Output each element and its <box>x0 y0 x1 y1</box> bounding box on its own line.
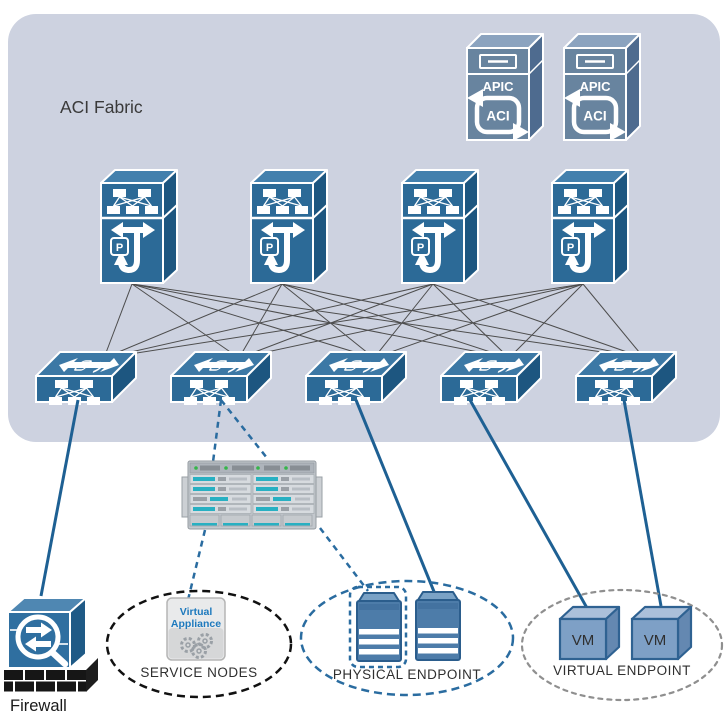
spine-leaf-link <box>131 283 240 359</box>
dashed-downlinks <box>186 399 369 601</box>
physical-server-dashed-outline <box>348 585 408 669</box>
spine-leaf-link <box>432 283 645 359</box>
inspection-magnifier-icon <box>10 614 69 668</box>
spine-leaf-link <box>131 283 510 359</box>
link-chassis-service-nodes <box>186 529 207 601</box>
solid-downlinks <box>39 399 663 609</box>
ucs-blade-chassis-icon <box>181 460 323 530</box>
link-leaf3-physical-server <box>354 399 439 600</box>
spine-leaf-link <box>131 283 645 359</box>
spine-switch-1 <box>101 170 177 283</box>
virtual-appliance-icon: Virtual Appliance <box>166 597 226 661</box>
fan-modules <box>189 514 313 527</box>
virtual-appliance-line2: Appliance <box>171 618 221 630</box>
link-chassis-physical-server <box>319 527 369 592</box>
link-leaf5-vm2 <box>622 399 663 607</box>
physical-server-1 <box>356 592 402 662</box>
spine-leaf-link <box>238 283 434 359</box>
spine-leaf-link <box>281 283 510 359</box>
vm-cube-2 <box>630 605 693 661</box>
spine-leaf-link <box>582 283 645 359</box>
apic-controller-2 <box>564 34 640 141</box>
physical-endpoint-ellipse <box>299 579 515 697</box>
link-leaf2-chassis-b <box>220 399 268 459</box>
vm-cube-1 <box>558 605 621 661</box>
spine-leaf-link <box>373 283 584 359</box>
virtual-appliance-line1: Virtual <box>180 606 213 618</box>
virtual-endpoint-label: VIRTUAL ENDPOINT <box>553 663 691 678</box>
brick-wall-base <box>4 658 98 692</box>
spine-leaf-link <box>103 283 283 359</box>
physical-endpoint-label: PHYSICAL ENDPOINT <box>333 667 481 682</box>
virtual-endpoint-ellipse <box>520 588 724 702</box>
spine-leaf-link <box>103 283 584 359</box>
physical-server-2 <box>415 591 461 661</box>
spine-leaf-link <box>281 283 645 359</box>
spine-leaf-link <box>508 283 584 359</box>
service-nodes-label: SERVICE NODES <box>140 665 257 680</box>
spine-switch-2 <box>251 170 327 283</box>
spine-leaf-link <box>103 283 133 359</box>
blade-servers <box>189 474 315 514</box>
spine-leaf-link <box>373 283 434 359</box>
spine-leaf-link <box>103 283 434 359</box>
link-leaf1-firewall <box>39 399 80 597</box>
link-leaf4-vm1 <box>468 399 589 609</box>
spine-leaf-link <box>432 283 510 359</box>
fabric-title: ACI Fabric <box>60 97 143 117</box>
spine-switch-4 <box>552 170 628 283</box>
firewall-label: Firewall <box>10 697 67 715</box>
spine-leaf-link <box>281 283 375 359</box>
spine-switch-3 <box>402 170 478 283</box>
spine-leaf-link <box>131 283 375 359</box>
spine-leaf-link <box>238 283 584 359</box>
firewall-icon <box>4 597 98 692</box>
service-nodes-ellipse <box>105 589 293 699</box>
spine-leaf-link <box>238 283 283 359</box>
spine-leaf-links <box>103 283 645 359</box>
apic-controller-1 <box>467 34 543 141</box>
